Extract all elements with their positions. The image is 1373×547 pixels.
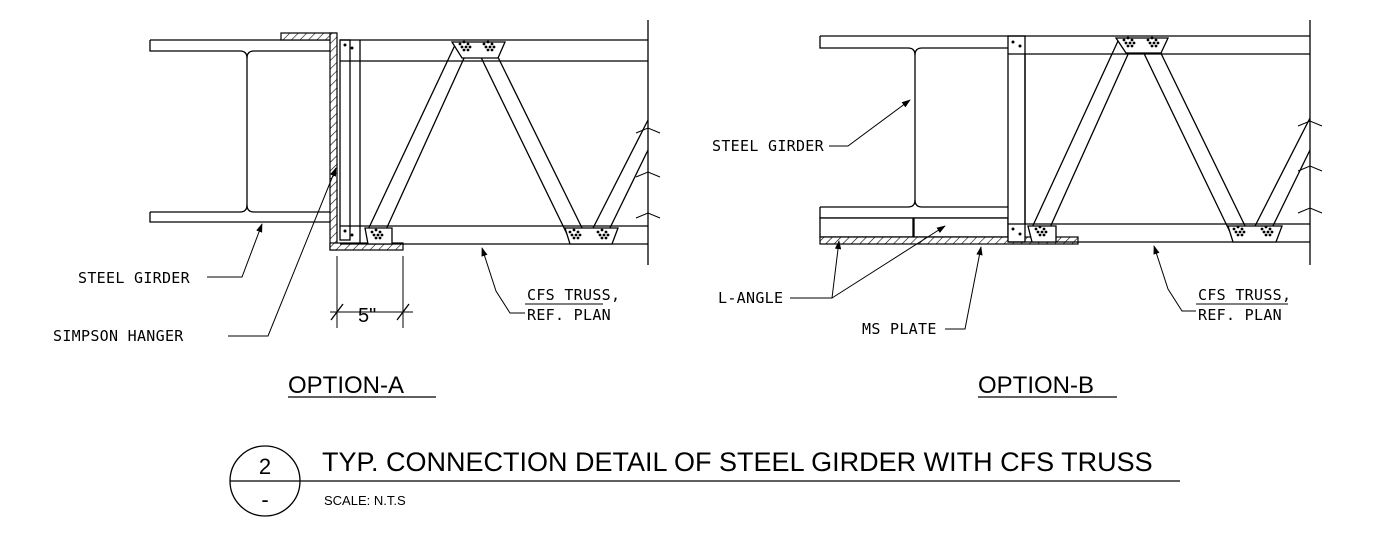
dimension-label: 5" xyxy=(358,305,376,327)
steel-girder-label-b: STEEL GIRDER xyxy=(712,137,825,155)
cfs-truss-a xyxy=(339,20,661,265)
simpson-hanger xyxy=(280,32,404,251)
dimension-5in: 5" xyxy=(330,256,413,328)
option-b-detail: STEEL GIRDER L-ANGLE MS PLATE CFS TRUSS,… xyxy=(712,20,1323,399)
cfs-truss-label-line2-b: REF. PLAN xyxy=(1198,306,1282,324)
l-angle-label: L-ANGLE xyxy=(718,289,783,307)
ms-plate xyxy=(819,236,1079,245)
steel-girder-callout-a: STEEL GIRDER xyxy=(78,223,263,287)
cfs-truss-b xyxy=(1007,20,1323,265)
option-a-detail: STEEL GIRDER SIMPSON HANGER CFS TRUSS, R… xyxy=(53,20,661,399)
simpson-hanger-callout: SIMPSON HANGER xyxy=(53,167,337,345)
cfs-truss-label-line2-a: REF. PLAN xyxy=(527,306,611,324)
steel-girder-a xyxy=(149,39,330,223)
l-angles xyxy=(819,217,1009,238)
ms-plate-callout: MS PLATE xyxy=(862,246,983,338)
steel-girder-callout-b: STEEL GIRDER xyxy=(712,99,911,155)
detail-sheet: - xyxy=(261,487,268,512)
detail-title-block: 2 - TYP. CONNECTION DETAIL OF STEEL GIRD… xyxy=(229,445,1180,517)
cfs-truss-callout-b: CFS TRUSS, REF. PLAN xyxy=(1153,245,1291,324)
cfs-truss-callout-a: CFS TRUSS, REF. PLAN xyxy=(481,247,620,324)
option-b-heading: OPTION-B xyxy=(978,372,1094,399)
detail-scale: SCALE: N.T.S xyxy=(324,493,406,508)
detail-title: TYP. CONNECTION DETAIL OF STEEL GIRDER W… xyxy=(322,447,1153,477)
simpson-hanger-label: SIMPSON HANGER xyxy=(53,327,184,345)
l-angle-callout: L-ANGLE xyxy=(718,225,946,307)
steel-girder-label-a: STEEL GIRDER xyxy=(78,269,191,287)
detail-number: 2 xyxy=(259,454,271,479)
cfs-truss-label-line1-b: CFS TRUSS, xyxy=(1198,286,1291,304)
cfs-truss-label-line1-a: CFS TRUSS, xyxy=(527,286,620,304)
option-a-heading: OPTION-A xyxy=(288,372,404,399)
ms-plate-label: MS PLATE xyxy=(862,320,937,338)
steel-girder-b xyxy=(819,35,1008,219)
